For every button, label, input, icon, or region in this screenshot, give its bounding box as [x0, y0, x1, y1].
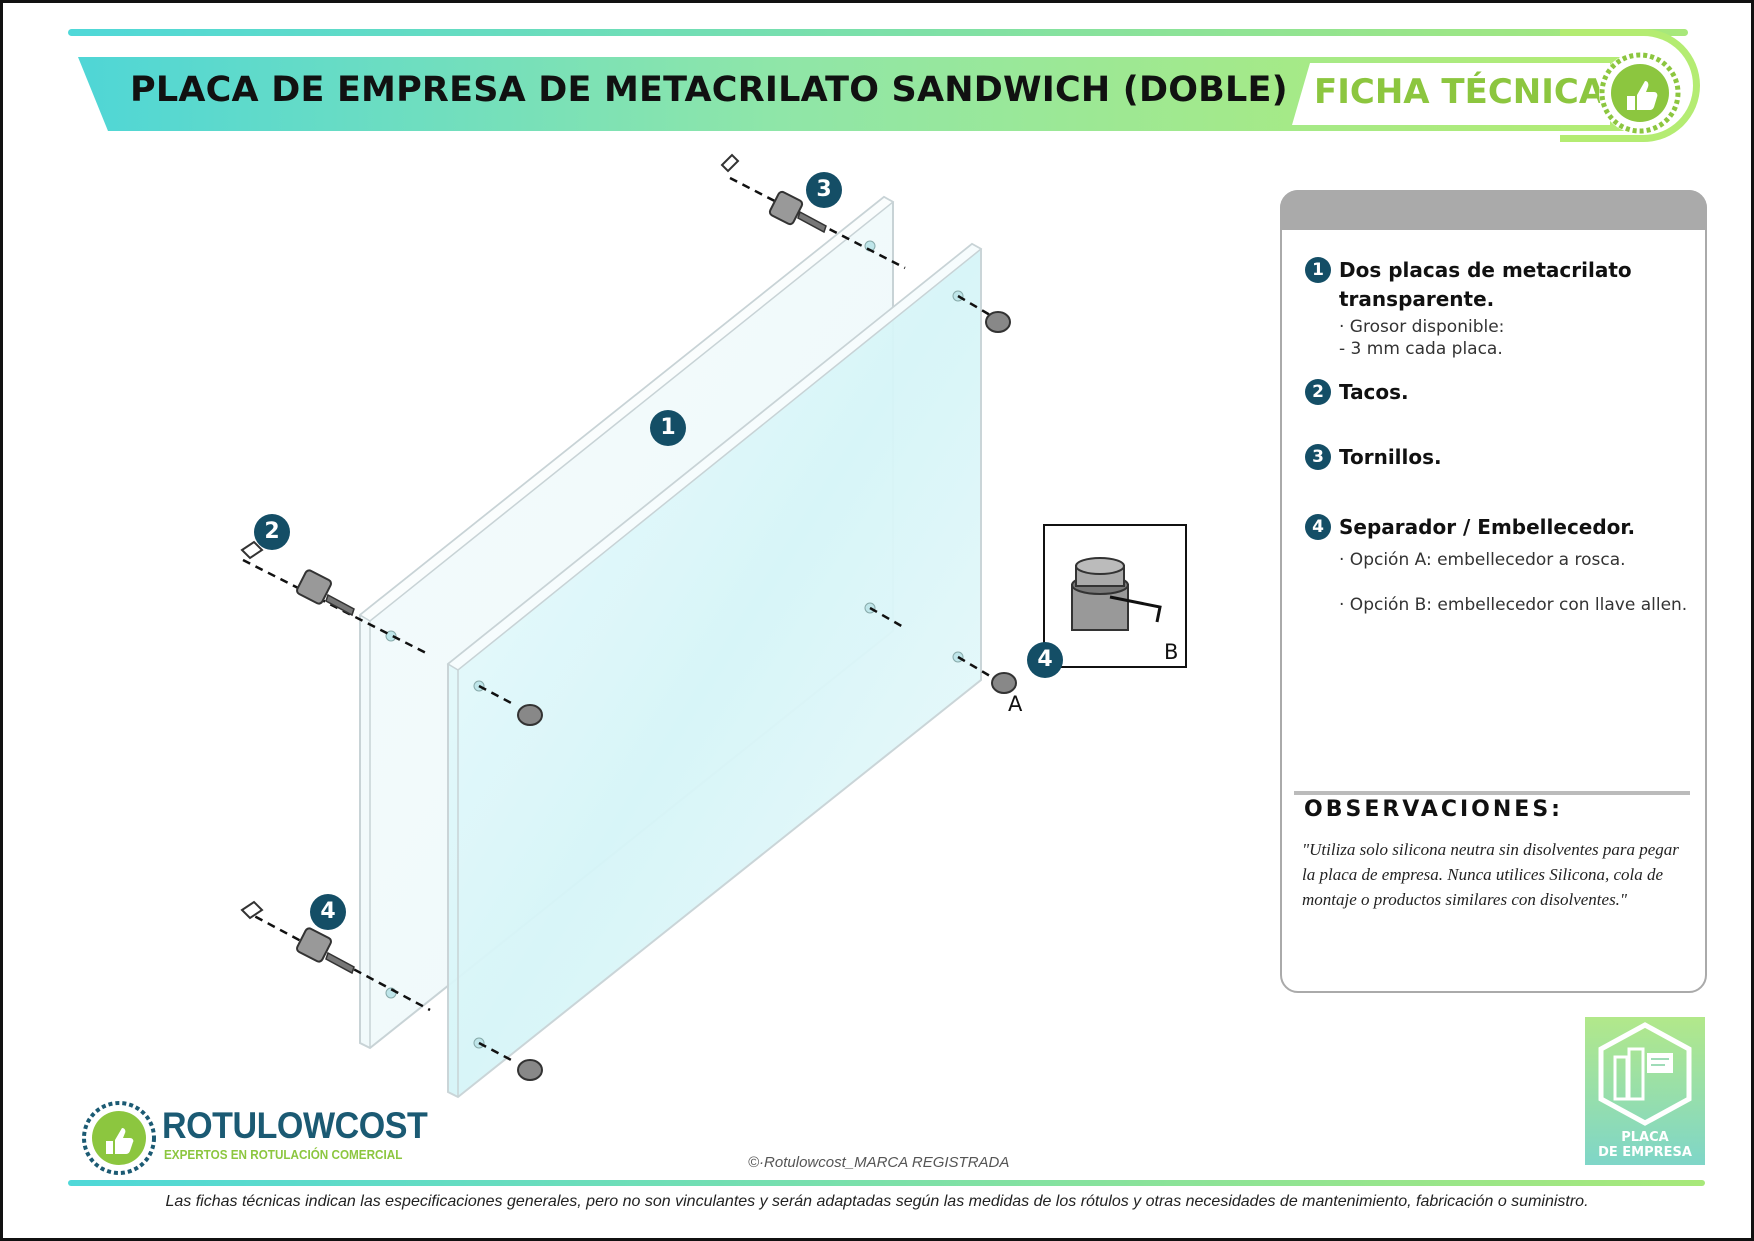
- observations-title: OBSERVACIONES:: [1304, 797, 1563, 822]
- thumbs-up-badge-icon: [1599, 52, 1681, 134]
- spec-title-3: Tornillos.: [1339, 445, 1442, 469]
- spacer-caps: [517, 311, 1017, 1081]
- spec-sub-1a: · Grosor disponible:: [1339, 317, 1505, 337]
- rotulowcost-logo-icon: [82, 1101, 156, 1175]
- spec-card: [1280, 190, 1707, 993]
- spec-num-2: 2: [1305, 379, 1331, 405]
- spec-title-4: Separador / Embellecedor.: [1339, 515, 1636, 539]
- placa-de-empresa-logo: [1585, 1017, 1705, 1165]
- building-icon: [1598, 1022, 1692, 1126]
- option-a-label: A: [1008, 692, 1023, 716]
- screw-top: [720, 153, 827, 234]
- page-title: PLACA DE EMPRESA DE METACRILATO SANDWICH…: [130, 70, 1288, 110]
- callout-spacer-right: 4: [1037, 647, 1053, 672]
- brand-name: ROTULOWCOST: [162, 1105, 428, 1146]
- spec-num-4: 4: [1305, 514, 1331, 540]
- spec-card-header: [1280, 190, 1707, 230]
- observations-text: "Utiliza solo silicona neutra sin disolv…: [1302, 840, 1679, 909]
- ficha-box: [1292, 63, 1610, 125]
- callout-plate: 1: [660, 415, 676, 440]
- spec-item-1: 1 Dos placas de metacrilato transparente…: [1305, 256, 1632, 360]
- spec-sub-1b: - 3 mm cada placa.: [1339, 339, 1503, 359]
- option-b-label: B: [1164, 640, 1179, 664]
- spec-title-1b: transparente.: [1339, 287, 1495, 311]
- ficha-tecnica-label: FICHA TÉCNICA: [1314, 72, 1606, 112]
- observations-rule: [1294, 791, 1690, 795]
- spec-num-1: 1: [1305, 257, 1331, 283]
- callout-spacer-left: 4: [320, 899, 336, 924]
- spec-item-2: 2 Tacos.: [1305, 378, 1409, 407]
- detail-box-b: [1043, 524, 1187, 668]
- callout-plug: 2: [264, 519, 280, 544]
- plug-left-bottom: [240, 900, 355, 975]
- product-label-line1: PLACA: [1621, 1130, 1669, 1145]
- copyright: ©·Rotulowcost_MARCA REGISTRADA: [748, 1154, 1010, 1171]
- disclaimer: Las fichas técnicas indican las especifi…: [165, 1193, 1589, 1210]
- spec-option-a: · Opción A: embellecedor a rosca.: [1339, 550, 1626, 570]
- footer-rule: [68, 1180, 1705, 1186]
- callout-screw: 3: [816, 177, 832, 202]
- spec-item-3: 3 Tornillos.: [1305, 443, 1442, 472]
- spec-option-b: · Opción B: embellecedor con llave allen…: [1339, 595, 1688, 615]
- product-label-line2: DE EMPRESA: [1598, 1145, 1692, 1160]
- spec-title-2: Tacos.: [1339, 380, 1409, 404]
- callout-markers: [254, 172, 1063, 930]
- header-arc: [1560, 29, 1700, 142]
- front-plate: [446, 242, 983, 1099]
- plug-left-top: [240, 540, 355, 617]
- spec-title-1a: Dos placas de metacrilato: [1339, 258, 1632, 282]
- brand-tagline: EXPERTOS EN ROTULACIÓN COMERCIAL: [164, 1147, 403, 1162]
- spec-num-3: 3: [1305, 444, 1331, 470]
- spec-item-4: 4 Separador / Embellecedor. · Opción A: …: [1305, 513, 1687, 616]
- placa-de-empresa-label: PLACA DE EMPRESA: [1585, 1130, 1705, 1160]
- header-top-rule: [68, 29, 1688, 36]
